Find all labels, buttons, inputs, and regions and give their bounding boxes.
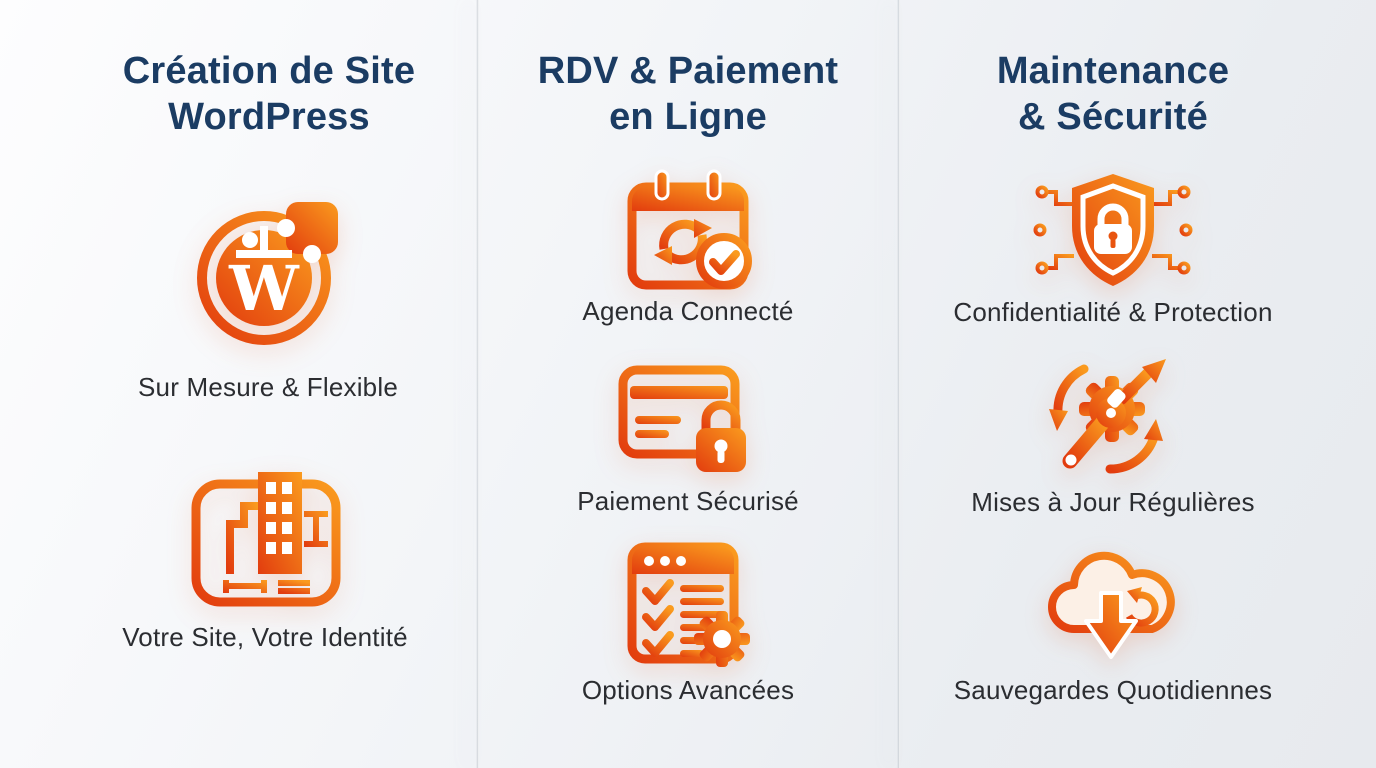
svg-text:W: W <box>228 252 300 325</box>
column-title-rdv-paiement: RDV & Paiement en Ligne <box>537 50 839 138</box>
column-divider <box>897 0 900 768</box>
cloud-download-backup-icon <box>1044 543 1178 667</box>
credit-card-lock-icon <box>618 364 758 478</box>
feature-label-sauvegardes: Sauvegardes Quotidiennes <box>953 675 1273 705</box>
gear-wrench-update-icon <box>1048 357 1176 480</box>
feature-label-mises-a-jour: Mises à Jour Régulières <box>971 487 1255 517</box>
feature-label-options: Options Avancées <box>581 675 795 705</box>
feature-label-identite: Votre Site, Votre Identité <box>122 622 408 652</box>
feature-label-agenda: Agenda Connecté <box>582 296 794 326</box>
calendar-sync-check-icon <box>622 167 754 293</box>
shield-lock-circuit-icon <box>1030 170 1196 292</box>
feature-label-sur-mesure: Sur Mesure & Flexible <box>138 372 398 402</box>
checklist-gear-icon <box>624 541 752 668</box>
column-title-wordpress: Création de Site WordPress <box>122 50 416 138</box>
building-blueprint-icon <box>190 460 342 610</box>
wordpress-puzzle-icon: W <box>190 196 342 348</box>
column-title-maintenance: Maintenance & Sécurité <box>996 50 1230 138</box>
feature-label-confidentialite: Confidentialité & Protection <box>953 297 1273 327</box>
feature-label-paiement: Paiement Sécurisé <box>577 486 799 516</box>
column-divider <box>476 0 479 768</box>
